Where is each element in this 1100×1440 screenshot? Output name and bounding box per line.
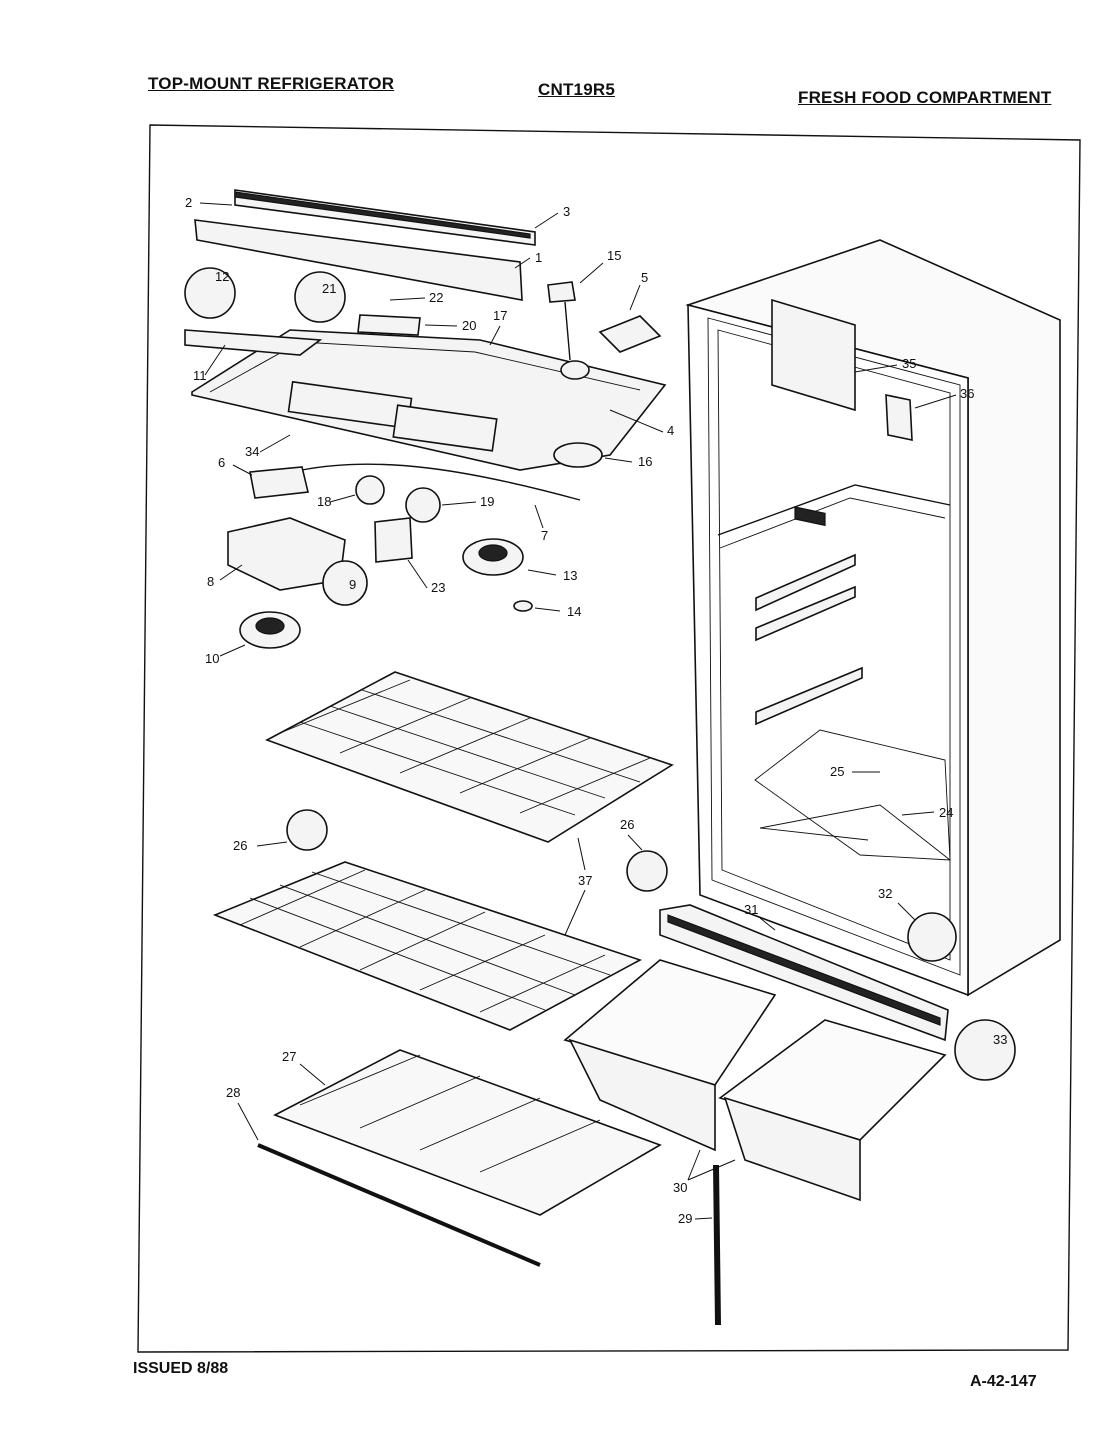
issue-date: ISSUED 8/88 [133,1360,229,1377]
callout-26-right: 26 [620,817,634,832]
callout-35: 35 [902,356,916,371]
callout-17: 17 [493,308,507,323]
callout-7: 7 [541,528,548,543]
callout-21: 21 [322,281,336,296]
callout-2: 2 [185,195,192,210]
diagram-frame [137,124,1081,1353]
callout-32: 32 [878,886,892,901]
header-title: TOP-MOUNT REFRIGERATOR [148,74,395,93]
model-number: CNT19R5 [538,80,615,99]
callout-6: 6 [218,455,225,470]
callout-9: 9 [349,577,356,592]
callout-25: 25 [830,764,844,779]
cabinet-bracket-32 [907,912,957,962]
control-components [227,463,581,649]
wire-shelf-upper [265,671,674,843]
leveling-leg-33 [954,1019,1016,1081]
wire-shelf-lower [212,861,643,1031]
callout-5: 5 [641,270,648,285]
door-stop-rod-29 [713,1164,721,1326]
callout-11: 11 [193,368,207,383]
callout-4: 4 [667,423,674,438]
callout-15: 15 [607,248,621,263]
callout-29: 29 [678,1211,692,1226]
callout-22: 22 [429,290,443,305]
callout-3: 3 [563,204,570,219]
callout-33: 33 [993,1032,1007,1047]
callout-14: 14 [567,604,581,619]
callout-37: 37 [578,873,592,888]
callout-13: 13 [563,568,577,583]
crisper-drawers [563,959,947,1202]
callout-27: 27 [282,1049,296,1064]
shelf-clip-right [626,850,668,892]
document-number: A-42-147 [970,1373,1037,1390]
callout-28: 28 [226,1085,240,1100]
crisper-grille [659,904,949,1042]
callout-34: 34 [245,444,259,459]
callout-16: 16 [638,454,652,469]
crisper-cover [257,1049,662,1267]
callout-labels: 1 2 3 4 5 6 7 8 9 10 11 12 13 14 15 16 1… [185,195,1007,1226]
callout-8: 8 [207,574,214,589]
callout-12: 12 [215,269,229,284]
callout-20: 20 [462,318,476,333]
callout-18: 18 [317,494,331,509]
callout-19: 19 [480,494,494,509]
callout-36: 36 [960,386,974,401]
callout-24: 24 [939,805,953,820]
callout-23: 23 [431,580,445,595]
callout-30: 30 [673,1180,687,1195]
shelf-clip-left [286,809,328,851]
callout-10: 10 [205,651,219,666]
leader-lines [199,202,957,1220]
light-shield-assembly [184,189,667,471]
section-title: FRESH FOOD COMPARTMENT [798,88,1052,107]
callout-26-left: 26 [233,838,247,853]
callout-31: 31 [744,902,758,917]
refrigerator-cabinet [685,239,1061,997]
callout-1: 1 [535,250,542,265]
